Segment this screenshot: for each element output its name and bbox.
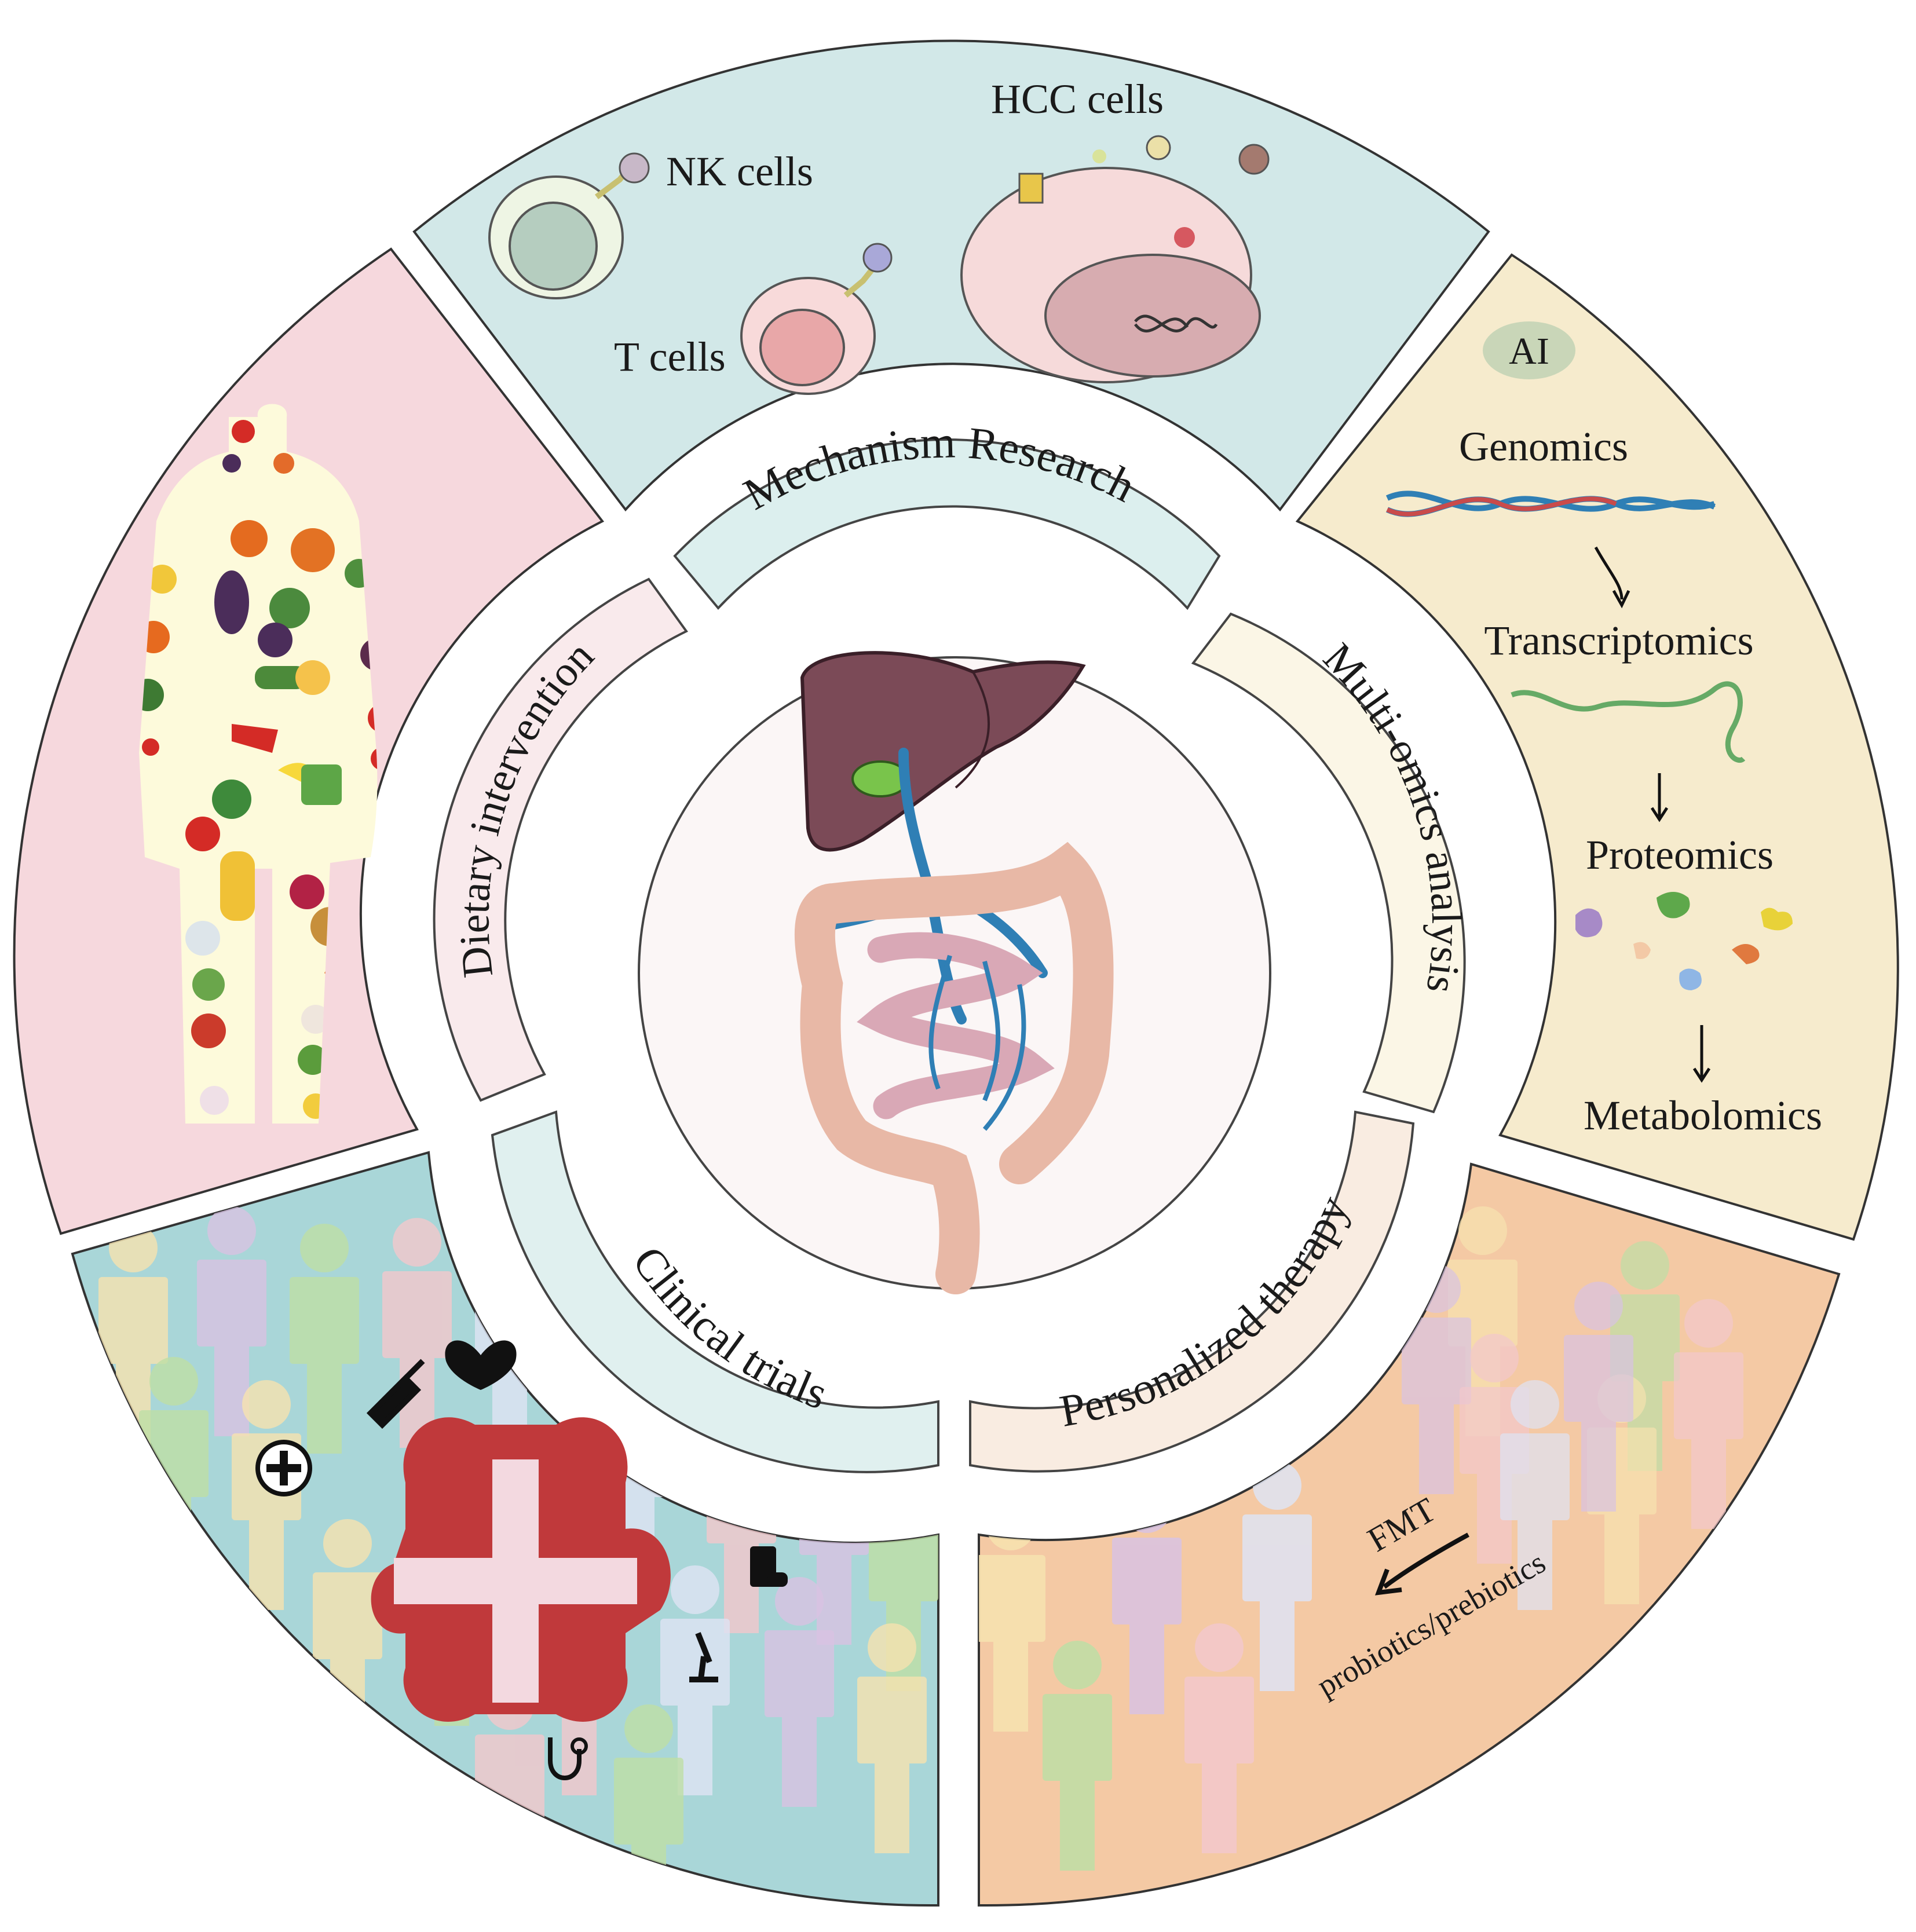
syringe-icon <box>366 1359 425 1429</box>
multiomics-band <box>1191 612 1466 1114</box>
hcc-cell-nucleus <box>1044 254 1261 378</box>
ai-badge <box>1483 321 1575 379</box>
mechanism-band <box>673 438 1221 610</box>
proteomics-label: Proteomics <box>1586 832 1774 878</box>
hcc-receptor-4 <box>1238 144 1270 175</box>
protein-icon-5 <box>1732 944 1760 964</box>
arrow-1 <box>1594 546 1630 609</box>
hcc-receptor-3 <box>1146 135 1171 160</box>
mechanism-panel-content: NK cells T cells HCC cells <box>488 76 1270 395</box>
liver-right-lobe <box>955 671 990 789</box>
protein-icon-6 <box>1679 968 1702 990</box>
pill-bottle-icon <box>750 1546 788 1587</box>
rna-icon <box>1511 681 1746 763</box>
liver-and-intestine-illustration <box>794 651 1114 1294</box>
personalized-band <box>969 1110 1415 1473</box>
stethoscope-icon <box>548 1737 588 1780</box>
genomics-label: Genomics <box>1459 423 1628 470</box>
nk-cells-label: NK cells <box>666 148 813 195</box>
hospital-cross-icon <box>371 1417 671 1722</box>
clinical-band <box>491 1110 939 1473</box>
hcc-signal <box>1174 227 1195 248</box>
protein-icon-4 <box>1633 942 1651 959</box>
transcriptomics-label: Transcriptomics <box>1484 617 1753 664</box>
large-intestine <box>794 841 1114 1294</box>
protein-icon-1 <box>1575 908 1603 938</box>
arrow-3 <box>1692 1025 1711 1083</box>
human-body-with-vegetables-icon <box>139 404 378 1124</box>
heartbeat-icon <box>445 1340 517 1390</box>
t-cell-nucleus <box>759 309 845 386</box>
fmt-arrow <box>1374 1532 1469 1596</box>
mesenteric-veins <box>928 954 1026 1131</box>
multiomics-panel-content: AI Genomics Transcriptomics Proteomics M… <box>1385 321 1822 1139</box>
small-intestine <box>857 932 1055 1119</box>
metabolomics-label: Metabolomics <box>1584 1092 1822 1139</box>
protein-icon-2 <box>1657 892 1690 919</box>
hcc-receptor-1 <box>1018 173 1044 204</box>
t-ligand <box>862 243 893 273</box>
ai-label: AI <box>1509 330 1549 372</box>
hcc-receptor-2 <box>1092 149 1106 163</box>
protein-icon-3 <box>1761 908 1793 931</box>
nk-ligand <box>619 152 650 184</box>
liver-shape <box>800 651 1086 852</box>
arrow-2 <box>1650 773 1669 822</box>
dietary-band <box>433 577 689 1102</box>
hcc-cells-label: HCC cells <box>991 76 1164 122</box>
medical-plus-icon <box>255 1440 312 1496</box>
nk-cell-nucleus <box>509 202 598 291</box>
dna-icon <box>1134 314 1218 333</box>
t-receptor <box>843 264 877 298</box>
microscope-icon <box>689 1632 718 1682</box>
dna-helix-strand2 <box>1386 496 1617 517</box>
t-cells-label: T cells <box>614 334 726 380</box>
